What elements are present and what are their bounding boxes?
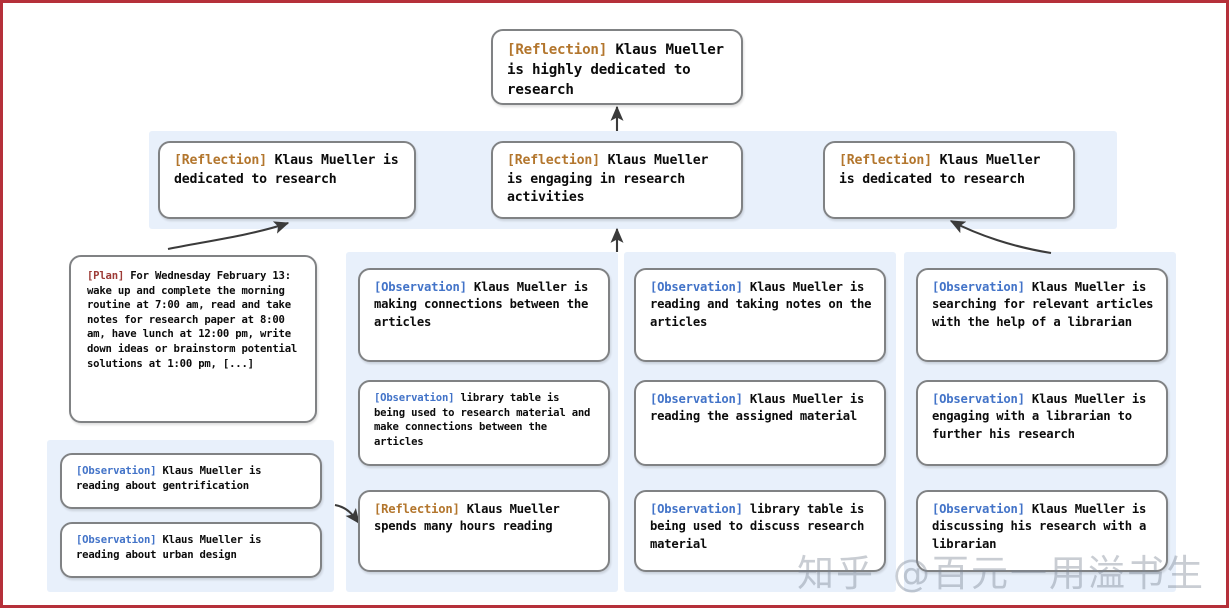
observation-node-reading-taking-notes[interactable]: [Observation] Klaus Mueller is reading a… — [634, 268, 886, 362]
reflection-node-spends-hours-reading[interactable]: [Reflection] Klaus Mueller spends many h… — [358, 490, 610, 572]
root-reflection-node[interactable]: [Reflection] Klaus Mueller is highly ded… — [491, 29, 743, 105]
node-text: Klaus Mueller is engaging with a librari… — [932, 392, 1147, 441]
observation-tag: [Observation] — [374, 280, 467, 294]
reflection-tag: [Reflection] — [174, 153, 267, 168]
node-text: Klaus Mueller is reading about gentrific… — [76, 465, 262, 492]
node-text: Klaus Mueller spends many hours reading — [374, 502, 560, 534]
observation-node-urban-design[interactable]: [Observation] Klaus Mueller is reading a… — [60, 522, 322, 578]
reflection-tag: [Reflection] — [507, 42, 608, 58]
observation-tag: [Observation] — [374, 392, 455, 404]
node-text: Klaus Mueller is discussing his research… — [932, 502, 1147, 551]
observation-node-library-table-research[interactable]: [Observation] library table is being use… — [358, 380, 610, 466]
node-text: library table is being used to research … — [374, 392, 591, 448]
observation-tag: [Observation] — [76, 465, 157, 477]
observation-tag: [Observation] — [932, 502, 1025, 516]
observation-node-gentrification[interactable]: [Observation] Klaus Mueller is reading a… — [60, 453, 322, 509]
node-text: Klaus Mueller is dedicated to research — [839, 153, 1041, 187]
node-text: Klaus Mueller is reading and taking note… — [650, 280, 872, 329]
node-text: Klaus Mueller is dedicated to research — [174, 153, 399, 187]
node-text: Klaus Mueller is reading about urban des… — [76, 534, 262, 561]
watermark-platform: 知乎 — [797, 552, 875, 595]
observation-node-engaging-librarian[interactable]: [Observation] Klaus Mueller is engaging … — [916, 380, 1168, 466]
observation-node-searching-articles[interactable]: [Observation] Klaus Mueller is searching… — [916, 268, 1168, 362]
watermark-handle: @百元一用溢书生 — [893, 552, 1205, 595]
reflection-node-left[interactable]: [Reflection] Klaus Mueller is dedicated … — [158, 141, 416, 219]
node-text: Klaus Mueller is searching for relevant … — [932, 280, 1154, 329]
observation-tag: [Observation] — [932, 280, 1025, 294]
node-text: Klaus Mueller is engaging in research ac… — [507, 153, 709, 206]
observation-tag: [Observation] — [650, 280, 743, 294]
node-text: Klaus Mueller is reading the assigned ma… — [650, 392, 865, 424]
node-text: library table is being used to discuss r… — [650, 502, 865, 551]
node-text: Klaus Mueller is highly dedicated to res… — [507, 42, 724, 99]
observation-node-library-table-discuss[interactable]: [Observation] library table is being use… — [634, 490, 886, 572]
observation-tag: [Observation] — [650, 392, 743, 406]
node-text: For Wednesday February 13: wake up and c… — [87, 270, 298, 370]
observation-tag: [Observation] — [76, 534, 157, 546]
observation-tag: [Observation] — [932, 392, 1025, 406]
reflection-node-center[interactable]: [Reflection] Klaus Mueller is engaging i… — [491, 141, 743, 219]
observation-node-discussing-research[interactable]: [Observation] Klaus Mueller is discussin… — [916, 490, 1168, 572]
observation-tag: [Observation] — [650, 502, 743, 516]
observation-node-assigned-material[interactable]: [Observation] Klaus Mueller is reading t… — [634, 380, 886, 466]
reflection-tag: [Reflection] — [839, 153, 932, 168]
reflection-node-right[interactable]: [Reflection] Klaus Mueller is dedicated … — [823, 141, 1075, 219]
reflection-tag: [Reflection] — [507, 153, 600, 168]
plan-tag: [Plan] — [87, 270, 125, 282]
node-text: Klaus Mueller is making connections betw… — [374, 280, 589, 329]
reflection-tag: [Reflection] — [374, 502, 460, 516]
plan-node[interactable]: [Plan] For Wednesday February 13: wake u… — [69, 255, 317, 423]
observation-node-making-connections[interactable]: [Observation] Klaus Mueller is making co… — [358, 268, 610, 362]
